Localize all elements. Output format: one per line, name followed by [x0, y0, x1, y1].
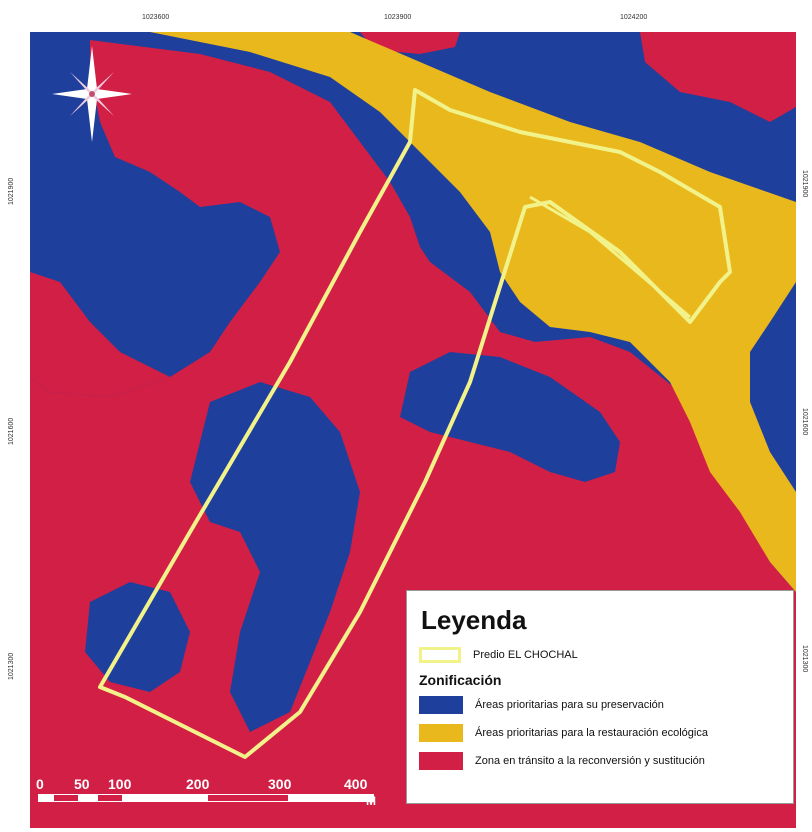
scale-label-300: 300 — [268, 776, 292, 792]
zoning-map — [30, 32, 796, 828]
scale-label-200: 200 — [186, 776, 210, 792]
top-tick-1: 1023600 — [142, 14, 170, 21]
right-tick-2: 1021600 — [801, 408, 808, 436]
preservation-label: Áreas prioritarias para su preservación — [475, 699, 664, 711]
preservation-island-1 — [400, 352, 620, 482]
top-tick-2: 1023900 — [384, 14, 412, 21]
legend-row-preservation: Áreas prioritarias para su preservación — [419, 694, 781, 716]
parcel-outline — [98, 88, 732, 759]
parcel-label: Predio EL CHOCHAL — [473, 649, 578, 661]
legend-section-title: Zonificación — [419, 672, 502, 688]
left-tick-1: 1021900 — [8, 177, 15, 205]
parcel-swatch — [419, 647, 461, 663]
left-tick-3: 1021300 — [8, 652, 15, 680]
preservation-swatch — [419, 696, 463, 714]
restoration-swatch — [419, 724, 463, 742]
scale-bar: 0 50 100 200 300 400 M — [34, 776, 376, 816]
scale-label-50: 50 — [74, 776, 90, 792]
scale-label-0: 0 — [36, 776, 44, 792]
preservation-island-4 — [30, 202, 140, 282]
legend-row-transition: Zona en tránsito a la reconversión y sus… — [419, 750, 781, 772]
legend-row-parcel: Predio EL CHOCHAL — [419, 644, 781, 666]
compass-rose-icon — [52, 46, 132, 142]
transition-zone-northeast — [640, 32, 796, 122]
scale-label-400: 400 — [344, 776, 368, 792]
scale-unit: M — [366, 794, 376, 808]
restoration-label: Áreas prioritarias para la restauración … — [475, 727, 708, 739]
left-tick-2: 1021600 — [8, 417, 15, 445]
scale-bar-graphic — [38, 794, 374, 802]
transition-label: Zona en tránsito a la reconversión y sus… — [475, 755, 705, 767]
restoration-zone-main — [150, 32, 796, 592]
legend-row-restoration: Áreas prioritarias para la restauración … — [419, 722, 781, 744]
top-tick-3: 1024200 — [620, 14, 648, 21]
preservation-island-2 — [190, 382, 360, 732]
scale-label-100: 100 — [108, 776, 132, 792]
right-tick-1: 1021900 — [801, 170, 808, 198]
right-tick-3: 1021300 — [801, 645, 808, 673]
parcel-inner-edge — [529, 195, 691, 319]
legend-title: Leyenda — [421, 605, 527, 635]
map-legend: Leyenda Predio EL CHOCHAL Zonificación Á… — [406, 590, 794, 804]
transition-swatch — [419, 752, 463, 770]
transition-zone-west — [30, 272, 170, 397]
